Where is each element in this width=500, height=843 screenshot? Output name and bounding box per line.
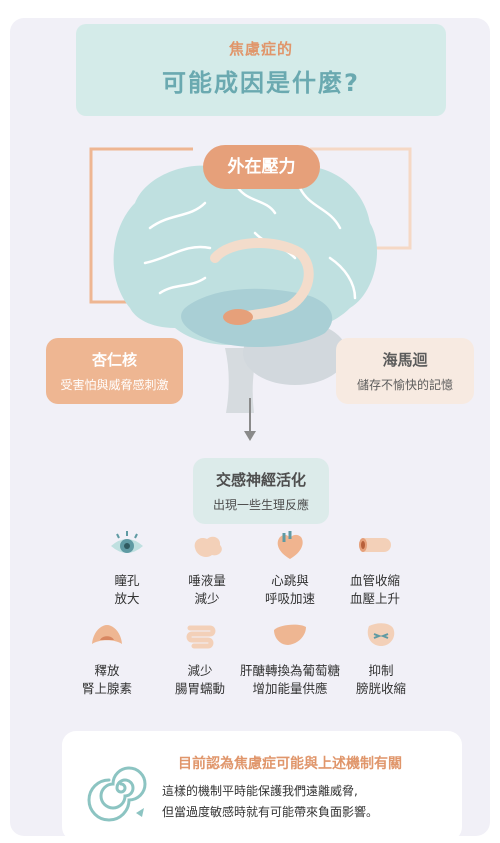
title-main: 可能成因是什麼?: [162, 69, 360, 97]
sympathetic-box: 交感神經活化 出現一些生理反應: [193, 458, 329, 524]
heart-icon: [277, 531, 303, 559]
bladder-icon: [367, 623, 395, 646]
spiral-icon: [87, 766, 147, 822]
reaction-line2: 膀胱收縮: [355, 681, 406, 696]
sympathetic-desc: 出現一些生理反應: [212, 498, 309, 512]
reaction-item: 減少腸胃蠕動: [145, 618, 255, 698]
reaction-line1: 血管收縮: [349, 573, 400, 588]
bottom-body: 這樣的機制平時能保護我們遠離威脅, 但當過度敏感時就有可能帶來負面影響。: [162, 781, 378, 823]
reaction-line1: 抑制: [368, 663, 394, 678]
down-arrow-head: [244, 431, 256, 441]
hippocampus-name: 海馬迴: [382, 351, 428, 369]
reaction-line2: 腎上腺素: [81, 681, 132, 696]
reaction-line1: 釋放: [94, 663, 120, 678]
bottom-line1: 這樣的機制平時能保護我們遠離威脅,: [162, 784, 358, 798]
bottom-note: 目前認為焦慮症可能與上述機制有關 這樣的機制平時能保護我們遠離威脅, 但當過度敏…: [62, 731, 462, 841]
reaction-item: 心跳與呼吸加速: [235, 528, 345, 608]
reaction-line1: 瞳孔: [114, 573, 140, 588]
bottom-heading: 目前認為焦慮症可能與上述機制有關: [178, 756, 402, 772]
reaction-item: 釋放腎上腺素: [52, 618, 162, 698]
amygdala-shape: [223, 309, 253, 325]
amygdala-name: 杏仁核: [91, 351, 137, 369]
reaction-line2: 減少: [194, 591, 220, 606]
vessel-icon: [359, 538, 391, 552]
reaction-line2: 放大: [114, 591, 140, 606]
reaction-item: 抑制膀胱收縮: [326, 618, 436, 698]
intestine-icon: [186, 625, 216, 649]
infographic-card: 焦慮症的 可能成因是什麼? 外在壓力: [10, 18, 490, 841]
hippocampus-shape: [210, 238, 314, 321]
reaction-line2: 腸胃蠕動: [174, 681, 225, 696]
hippocampus-box: 海馬迴 儲存不愉快的記憶: [336, 338, 474, 404]
amygdala-box: 杏仁核 受害怕與威脅感刺激: [46, 338, 183, 404]
title-subtitle: 焦慮症的: [228, 40, 293, 58]
sympathetic-name: 交感神經活化: [215, 471, 306, 489]
reaction-item: 唾液量減少: [152, 528, 262, 608]
reaction-line2: 呼吸加速: [264, 591, 315, 606]
reaction-item: 瞳孔放大: [72, 528, 182, 608]
reaction-line2: 血壓上升: [349, 591, 400, 606]
eye-icon: [111, 531, 143, 553]
reaction-item: 肝醣轉換為葡萄糖增加能量供應: [235, 618, 345, 698]
saliva-icon: [194, 536, 222, 557]
adrenal-icon: [92, 625, 122, 644]
reaction-line1: 心跳與: [271, 573, 309, 588]
reaction-line1: 肝醣轉換為葡萄糖: [239, 663, 340, 678]
reaction-line1: 減少: [187, 663, 213, 678]
brain-illustration: [89, 147, 412, 441]
reaction-line1: 唾液量: [188, 573, 226, 588]
reaction-item: 血管收縮血壓上升: [320, 528, 430, 608]
reaction-line2: 增加能量供應: [252, 681, 328, 696]
external-stress-label: 外在壓力: [203, 145, 320, 189]
hippocampus-desc: 儲存不愉快的記憶: [356, 378, 453, 392]
liver-icon: [274, 624, 306, 645]
amygdala-desc: 受害怕與威脅感刺激: [60, 378, 169, 392]
title-box: 焦慮症的 可能成因是什麼?: [76, 24, 446, 116]
bottom-line2: 但當過度敏感時就有可能帶來負面影響。: [162, 805, 379, 819]
